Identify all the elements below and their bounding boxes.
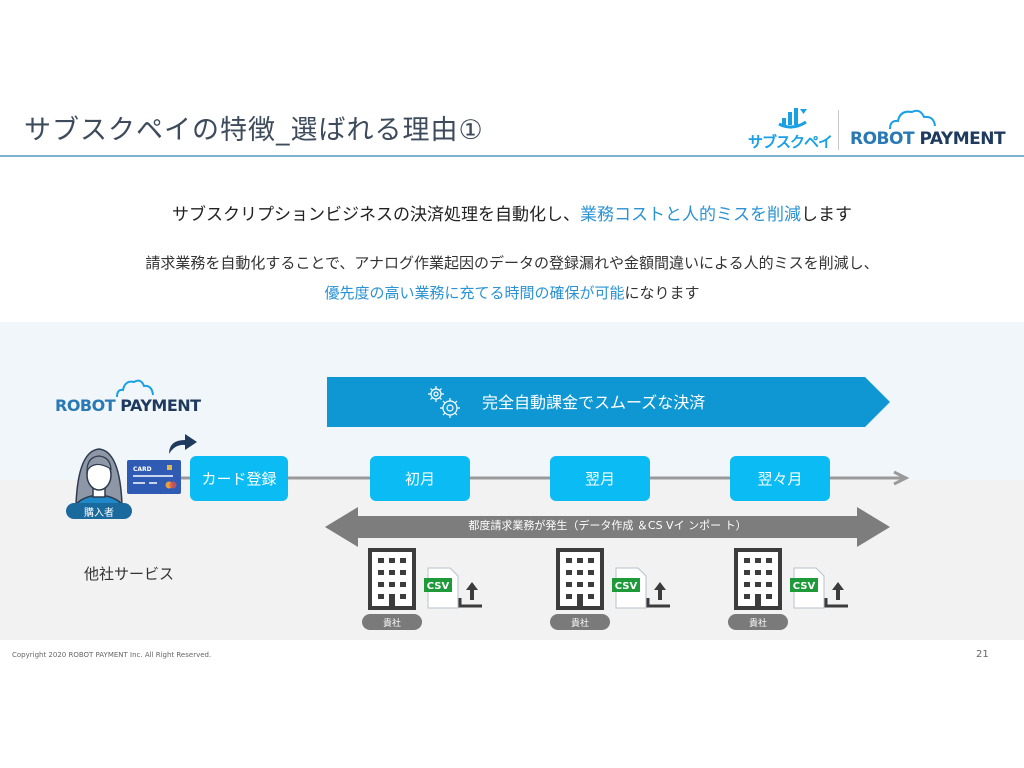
page-title: サブスクペイの特徴_選ばれる理由① [24,115,484,146]
copyright-text: Copyright 2020 ROBOT PAYMENT Inc. All Ri… [12,651,212,659]
company-label: 貴社 [728,614,788,630]
company-group-1: CSV 貴社 [362,546,486,636]
step-card-registration: カード登録 [190,456,288,501]
subscpay-logo: サブスクペイ [748,103,833,153]
manual-work-text: 都度請求業務が発生（データ作成 ＆CS Vイ ンポー ト） [468,519,747,532]
csv-badge: CSV [615,581,638,592]
step-month-after-next: 翌々月 [730,456,830,501]
banner-text: 完全自動課金でスムーズな決済 [482,393,706,412]
robot-payment-logo: ROBOT PAYMENT [850,108,1006,152]
step-first-month: 初月 [370,456,470,501]
csv-badge: CSV [793,581,816,592]
other-service-zone [0,480,1024,640]
logo-divider [838,110,839,150]
cloud-icon [116,379,154,398]
step-next-month: 翌月 [550,456,650,501]
csv-badge: CSV [427,581,450,592]
building-csv-upload-icon: CSV [368,548,486,610]
lead-tail: します [801,205,852,225]
provider-logo-payment: PAYMENT [115,396,201,415]
description-line-2: 優先度の高い業務に充てる時間の確保が可能になります [0,282,1024,303]
lead-text: サブスクリプションビジネスの決済処理を自動化し、業務コストと人的ミスを削減します [0,200,1024,225]
subscpay-logo-text: サブスクペイ [748,133,833,151]
page-number: 21 [976,649,989,660]
gears-icon [428,386,460,418]
cloud-icon [889,109,936,130]
auto-billing-banner [327,377,890,427]
desc-highlight: 優先度の高い業務に充てる時間の確保が可能 [324,284,625,302]
other-service-label: 他社サービス [84,565,175,583]
company-group-2: CSV 貴社 [550,546,674,636]
building-csv-upload-icon: CSV [734,548,852,610]
provider-logo-robot: ROBOT [55,396,116,415]
logo-payment: PAYMENT [914,129,1006,149]
company-label: 貴社 [362,614,422,630]
lead-highlight: 業務コストと人的ミスを削減 [580,205,801,225]
company-label: 貴社 [550,614,610,630]
bar-chart-logo-icon [778,108,807,129]
building-csv-upload-icon: CSV [556,548,674,610]
company-group-3: CSV 貴社 [728,546,852,636]
manual-work-double-arrow [325,507,890,547]
provider-logo: ROBOT PAYMENT [55,378,205,418]
card-label: CARD [133,466,152,473]
desc-tail: になります [624,284,700,302]
buyer-label: 購入者 [66,503,132,519]
lead-plain: サブスクリプションビジネスの決済処理を自動化し、 [172,205,580,225]
title-divider [0,155,1024,157]
curved-arrow-icon [169,434,197,454]
credit-card-icon: CARD [127,460,181,494]
logo-robot: ROBOT [850,129,915,149]
description-line-1: 請求業務を自動化することで、アナログ作業起因のデータの登録漏れや金額間違いによる… [145,254,879,272]
